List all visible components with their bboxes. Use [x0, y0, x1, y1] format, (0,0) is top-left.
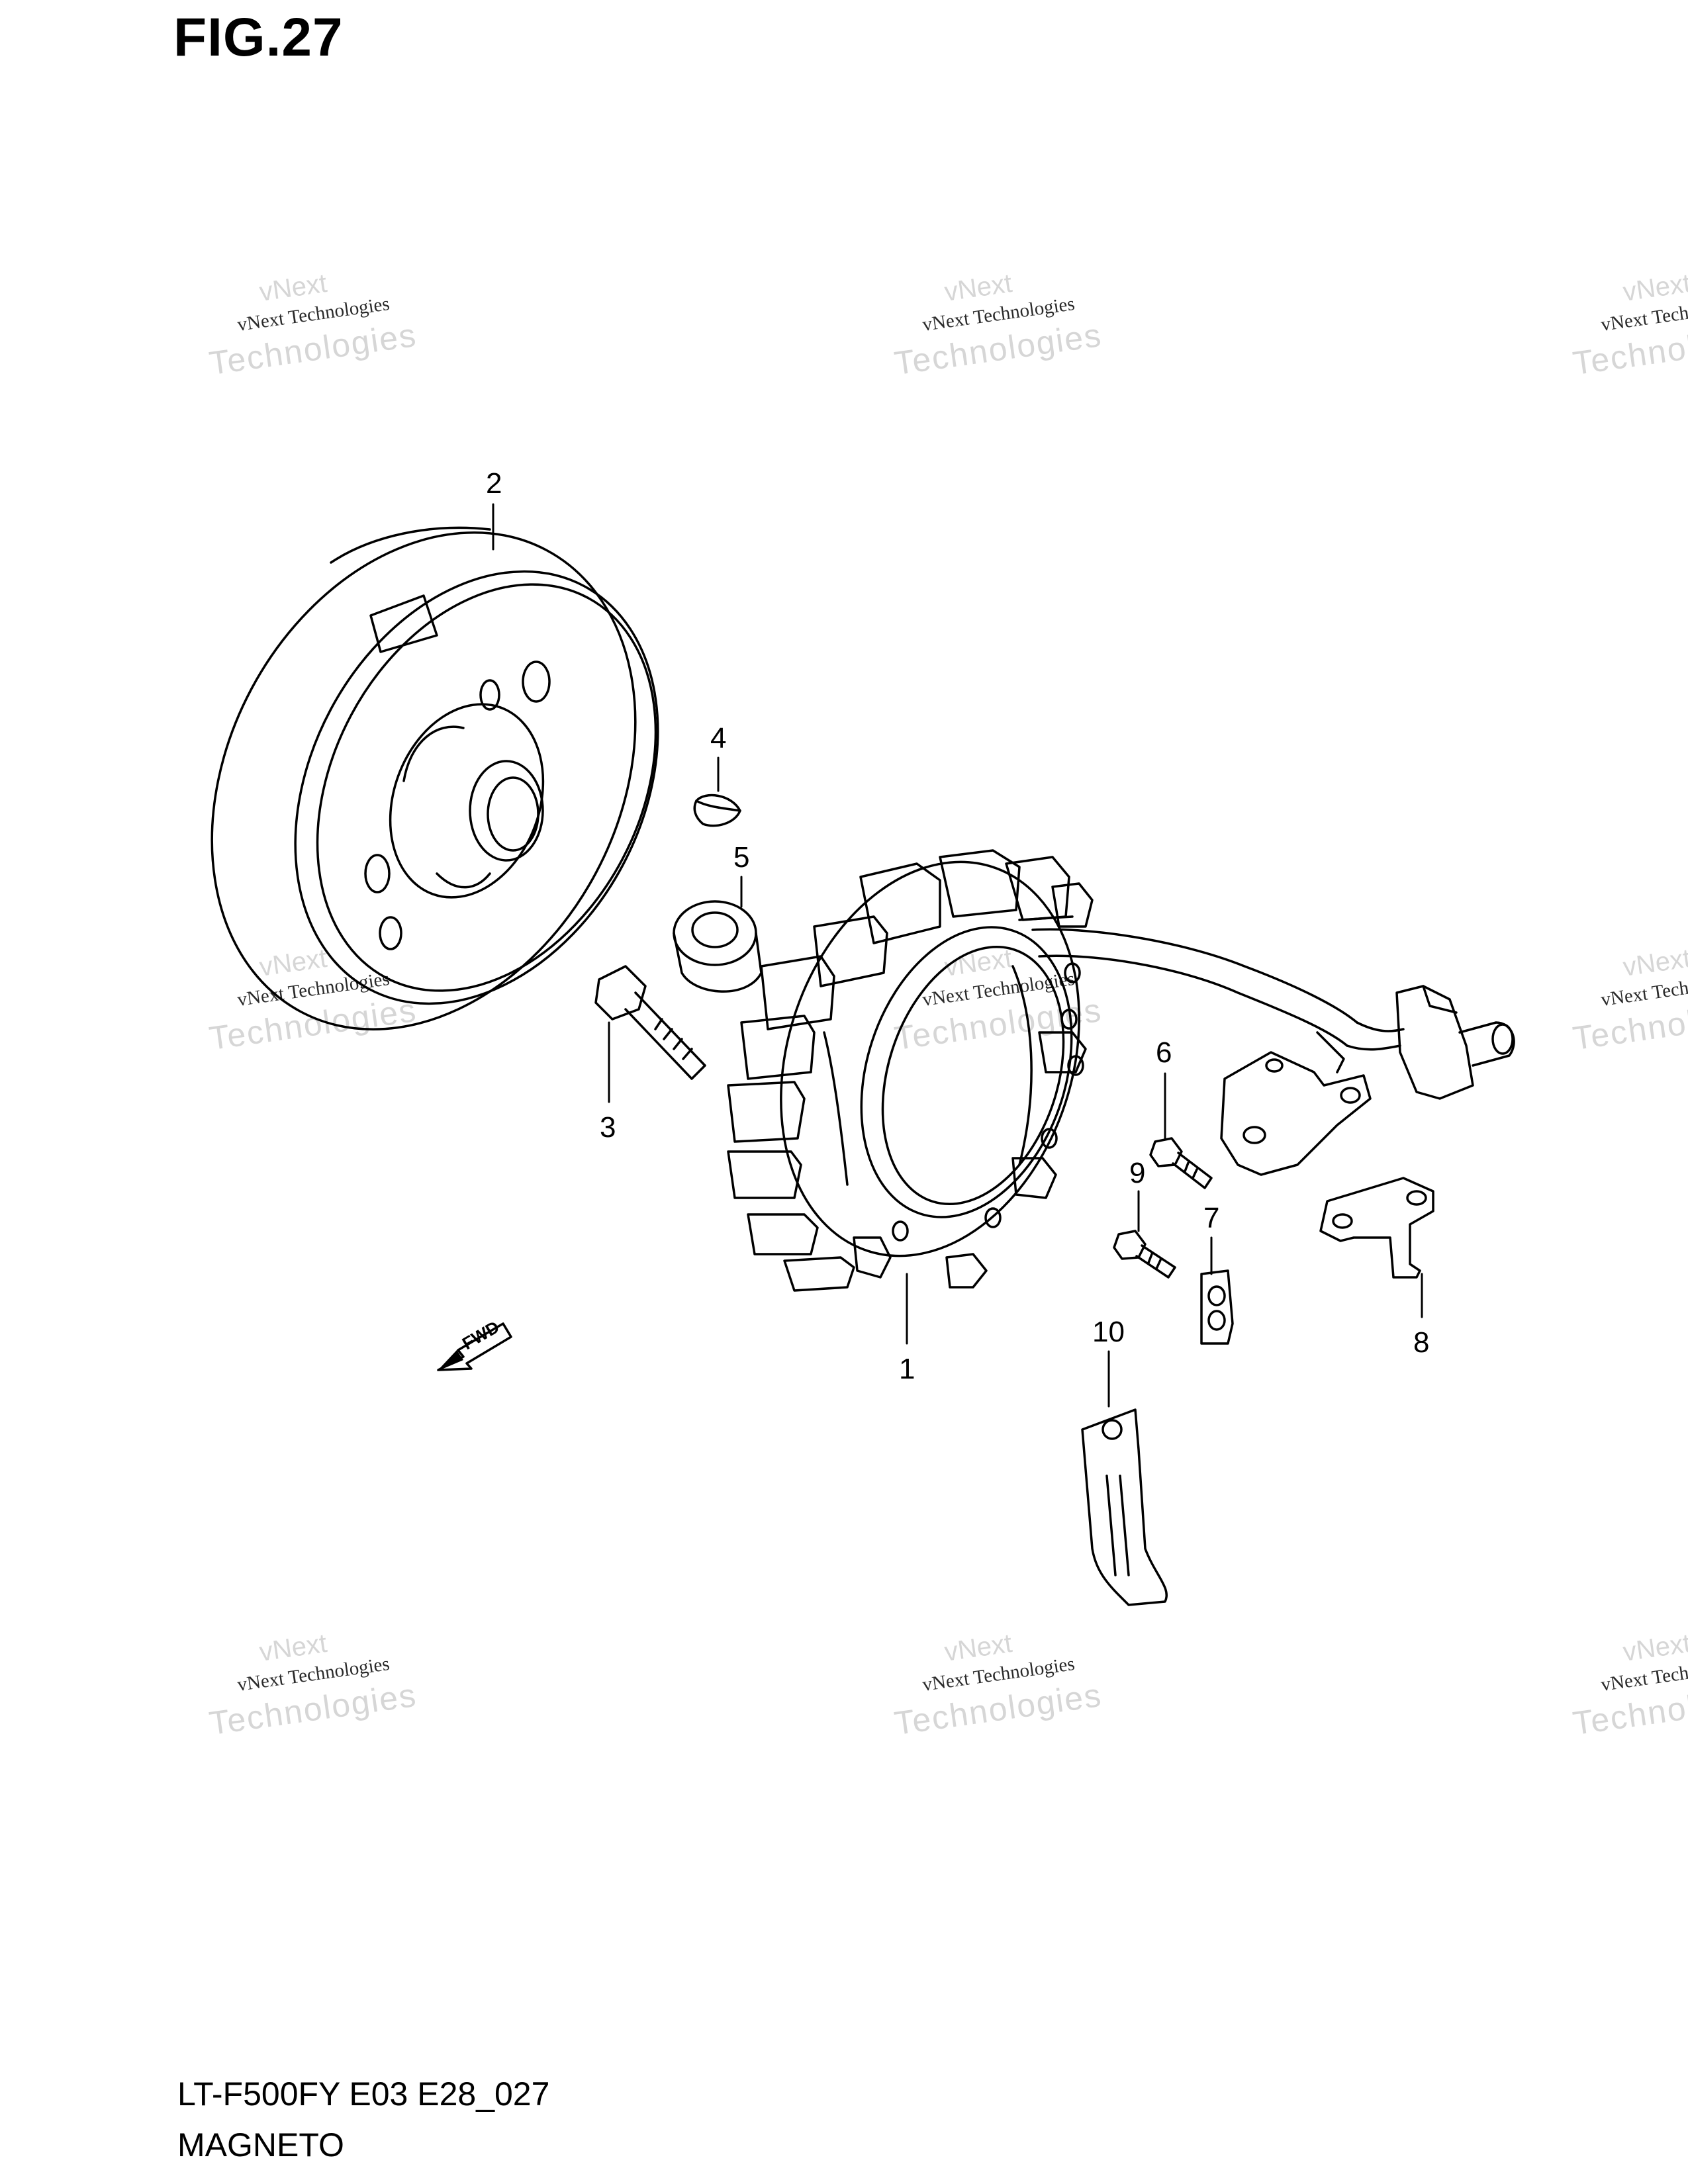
- watermark: vNext Technologies vNext Technologies: [1571, 944, 1688, 1057]
- part-bracket-8: [1319, 1177, 1434, 1279]
- part-bushing: [673, 900, 763, 993]
- watermark: vNext Technologies vNext Technologies: [892, 269, 1105, 382]
- callout-9: 9: [1129, 1157, 1145, 1189]
- callout-1: 1: [899, 1353, 915, 1385]
- part-screw-6: [1149, 1137, 1213, 1189]
- part-bolt-3: [594, 965, 706, 1080]
- part-clamp-10: [1081, 1408, 1168, 1606]
- svg-text:vNext: vNext: [258, 269, 328, 307]
- callout-3: 3: [600, 1111, 616, 1144]
- figure-title: FIG.27: [173, 7, 344, 68]
- part-clamp-plate-7: [1200, 1269, 1234, 1345]
- watermark: vNext Technologies vNext Technologies: [1571, 1629, 1688, 1742]
- svg-text:vNext: vNext: [1621, 269, 1688, 307]
- callout-6: 6: [1156, 1036, 1172, 1069]
- figure-code: LT-F500FY E03 E28_027: [177, 2075, 550, 2113]
- svg-text:vNext: vNext: [943, 1629, 1013, 1667]
- callout-labels: 1 2 3 4 5 6 7 8 9 10: [486, 467, 1429, 1385]
- part-pickup-coil-connector: [1220, 985, 1515, 1176]
- svg-text:vNext: vNext: [258, 944, 328, 982]
- fwd-direction-arrow: FWD: [437, 1317, 512, 1371]
- callout-7: 7: [1203, 1202, 1219, 1234]
- part-key: [693, 794, 741, 827]
- part-screw-9: [1113, 1230, 1176, 1279]
- watermark: vNext Technologies vNext Technologies: [892, 1629, 1105, 1742]
- callout-2: 2: [486, 467, 502, 500]
- watermark: vNext Technologies vNext Technologies: [207, 944, 420, 1057]
- leader-lines: [492, 503, 1423, 1408]
- part-stator: [727, 849, 1358, 1292]
- watermark-group: vNext Technologies vNext Technologies vN…: [207, 269, 1688, 1742]
- watermark: vNext Technologies vNext Technologies: [207, 1629, 420, 1742]
- svg-text:vNext: vNext: [1621, 944, 1688, 982]
- figure-name: MAGNETO: [177, 2126, 344, 2163]
- svg-text:vNext: vNext: [1621, 1629, 1688, 1667]
- part-flywheel-rotor: [211, 526, 659, 1031]
- callout-8: 8: [1413, 1326, 1429, 1359]
- svg-text:vNext: vNext: [943, 269, 1013, 307]
- svg-text:vNext: vNext: [258, 1629, 328, 1667]
- callout-4: 4: [710, 722, 726, 754]
- watermark: vNext Technologies vNext Technologies: [1571, 269, 1688, 382]
- callout-5: 5: [733, 841, 749, 874]
- watermark: vNext Technologies vNext Technologies: [207, 269, 420, 382]
- callout-10: 10: [1092, 1316, 1125, 1348]
